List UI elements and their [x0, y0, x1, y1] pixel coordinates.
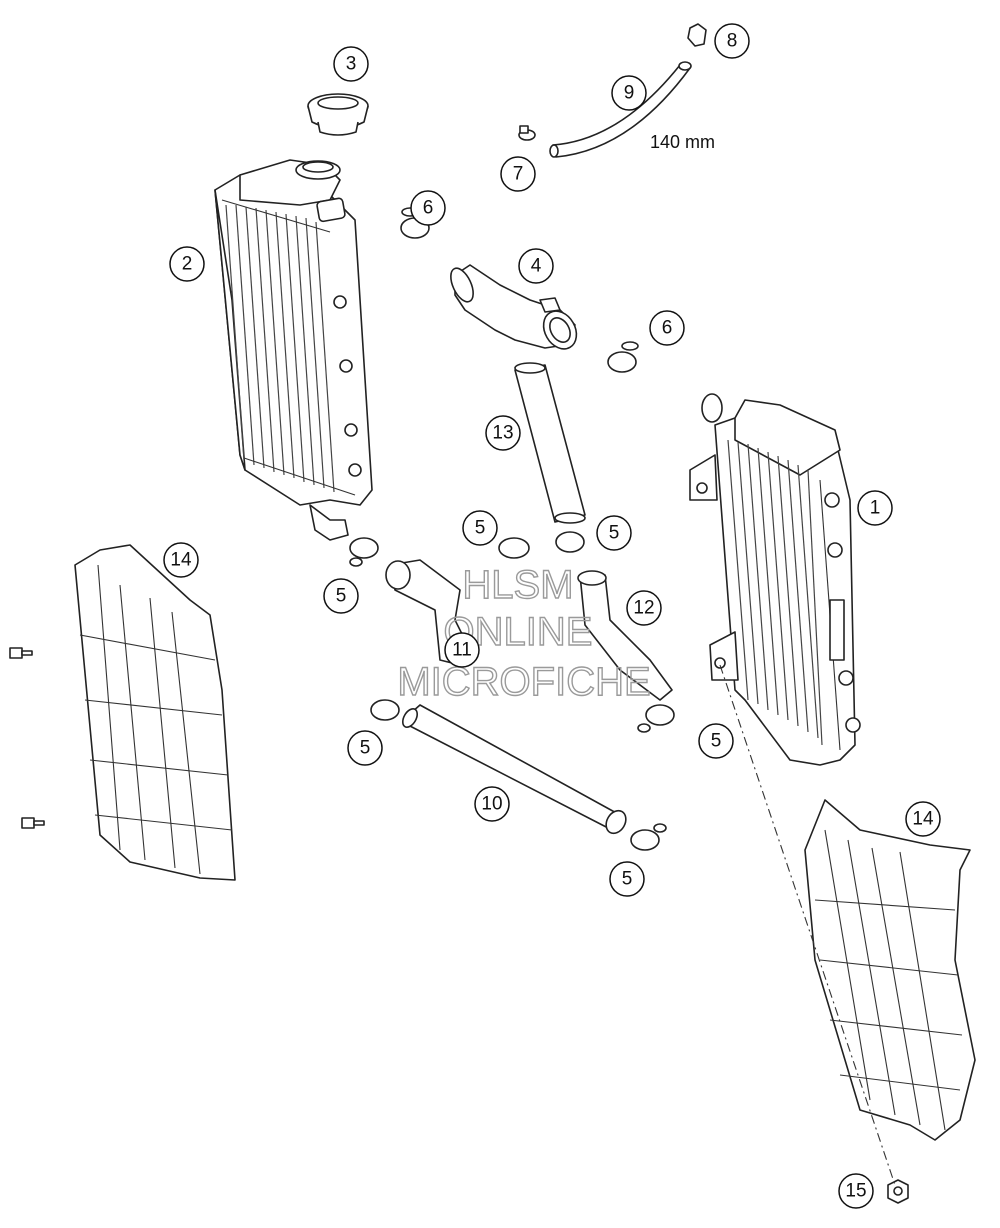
svg-text:13: 13 [492, 423, 513, 444]
hose-clamp [630, 823, 667, 851]
svg-text:5: 5 [475, 518, 486, 539]
svg-text:7: 7 [513, 164, 524, 185]
callout-5: 5 [698, 723, 734, 759]
hose-clamp [370, 699, 400, 721]
svg-text:10: 10 [481, 794, 502, 815]
thermostat-housing [450, 264, 578, 350]
guard-bolt [9, 647, 33, 659]
svg-text:14: 14 [912, 809, 934, 830]
svg-text:9: 9 [624, 83, 635, 104]
svg-text:15: 15 [845, 1181, 866, 1202]
right-radiator-guard [804, 799, 976, 1141]
svg-text:14: 14 [170, 550, 192, 571]
callout-10: 10 [474, 786, 510, 822]
svg-text:4: 4 [531, 256, 542, 277]
callout-3: 3 [333, 46, 369, 82]
watermark-line-1: HLSM [462, 563, 573, 607]
hose-clamp [637, 704, 675, 733]
hose-clamp [498, 537, 530, 559]
right-radiator [689, 393, 861, 766]
svg-text:5: 5 [711, 731, 722, 752]
guard-bolt [21, 817, 45, 829]
upper-hose [514, 362, 586, 524]
lower-hose [401, 704, 627, 835]
callout-11: 11 [444, 632, 480, 668]
svg-text:5: 5 [360, 738, 371, 759]
callout-5: 5 [347, 730, 383, 766]
callout-5: 5 [596, 515, 632, 551]
callout-4: 4 [518, 248, 554, 284]
callout-5: 5 [609, 861, 645, 897]
svg-text:5: 5 [622, 869, 633, 890]
hose-clamp [349, 537, 379, 567]
svg-text:8: 8 [727, 31, 738, 52]
callout-14: 14 [163, 542, 199, 578]
callout-13: 13 [485, 415, 521, 451]
left-radiator [214, 159, 373, 541]
callout-12: 12 [626, 590, 662, 626]
svg-text:1: 1 [870, 498, 881, 519]
lower-right-hose [577, 570, 673, 701]
svg-text:11: 11 [452, 640, 472, 661]
hose-length-label: 140 mm [650, 132, 715, 152]
callout-1: 1 [857, 490, 893, 526]
callout-9: 9 [611, 75, 647, 111]
svg-text:6: 6 [423, 198, 434, 219]
svg-text:12: 12 [633, 598, 654, 619]
callout-5: 5 [462, 510, 498, 546]
callout-6: 6 [410, 190, 446, 226]
callout-8: 8 [714, 23, 750, 59]
callout-15: 15 [838, 1173, 874, 1209]
svg-text:5: 5 [336, 586, 347, 607]
callout-7: 7 [500, 156, 536, 192]
overflow-hose [549, 61, 692, 158]
callout-14: 14 [905, 801, 941, 837]
callout-2: 2 [169, 246, 205, 282]
callout-5: 5 [323, 578, 359, 614]
hose-clamp [607, 341, 639, 373]
svg-text:3: 3 [346, 54, 357, 75]
hose-clip [518, 125, 536, 141]
watermark-line-3: MICROFICHE [397, 660, 650, 704]
radiator-cap [307, 93, 369, 136]
hose-fitting [687, 23, 707, 47]
svg-text:2: 2 [182, 254, 193, 275]
svg-text:5: 5 [609, 523, 620, 544]
hose-clamp [555, 531, 585, 553]
svg-text:6: 6 [662, 318, 673, 339]
callout-6: 6 [649, 310, 685, 346]
assembly-line [719, 664, 896, 1186]
left-radiator-guard [74, 544, 236, 881]
guard-nut [887, 1179, 909, 1204]
